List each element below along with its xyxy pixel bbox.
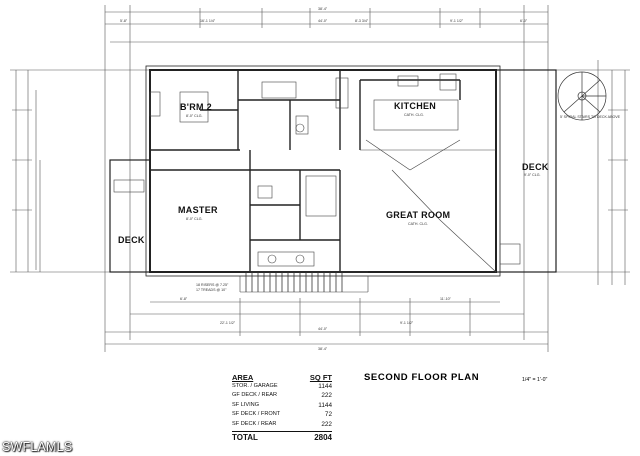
stair-risers-note: 18 RISERS @ 7.25"	[196, 283, 229, 287]
area-row: STOR. / GARAGE 1144	[232, 382, 332, 391]
room-label-deck-right: DECK	[522, 162, 549, 172]
area-row-label: GF DECK / REAR	[232, 392, 278, 399]
svg-text:5'-8": 5'-8"	[120, 19, 128, 23]
area-table-header: AREA SQ FT	[232, 373, 332, 382]
sqft-header: SQ FT	[309, 373, 332, 382]
svg-text:11'-10": 11'-10"	[440, 297, 452, 301]
spiral-staircase	[557, 71, 607, 121]
area-total-label: TOTAL	[232, 433, 258, 443]
svg-text:38'-4": 38'-4"	[318, 347, 328, 351]
deck-ceiling-note: 9'-0" CLG.	[524, 173, 541, 177]
area-row: SF LIVING 1144	[232, 401, 332, 410]
detail-lines	[113, 73, 521, 293]
plan-title: SECOND FLOOR PLAN	[364, 372, 480, 383]
area-row-value: 72	[324, 411, 332, 419]
svg-text:9'-1 1/2": 9'-1 1/2"	[450, 19, 464, 23]
area-row-value: 1144	[318, 401, 332, 409]
area-table: AREA SQ FT STOR. / GARAGE 1144 GF DECK /…	[232, 373, 332, 442]
svg-text:6'-8": 6'-8"	[180, 297, 188, 301]
area-row-value: 1144	[318, 383, 332, 390]
dimension-text: 38'-4" 44'-0" 44'-0" 38'-4" 5'-8" 6'-0" …	[120, 7, 528, 351]
area-row-label: SF DECK / FRONT	[232, 411, 281, 418]
svg-text:38'-4": 38'-4"	[318, 7, 328, 11]
area-row-label: STOR. / GARAGE	[232, 383, 278, 389]
svg-text:8'-3 3/4": 8'-3 3/4"	[355, 19, 369, 23]
svg-text:6'-0": 6'-0"	[520, 19, 528, 23]
area-total-value: 2804	[314, 433, 332, 443]
stair-treads	[245, 272, 343, 292]
svg-text:44'-0": 44'-0"	[318, 19, 328, 23]
room-label-deck-left: DECK	[118, 235, 145, 245]
interior-walls	[150, 70, 461, 272]
area-row-label: SF LIVING	[232, 401, 260, 408]
room-label-kitchen: KITCHEN	[394, 101, 436, 111]
area-total-row: TOTAL 2804	[232, 431, 332, 442]
dimension-lines	[10, 5, 630, 352]
plan-scale: 1/4" = 1'-0"	[522, 377, 548, 383]
room-label-great-room: GREAT ROOM	[386, 210, 450, 220]
svg-text:9'-1 1/2": 9'-1 1/2"	[400, 321, 414, 325]
stair-treads-note: 17 TREADS @ 10"	[196, 288, 227, 292]
svg-text:16'-1 1/4": 16'-1 1/4"	[200, 19, 216, 23]
brm2-ceiling-note: 8'-0" CLG.	[186, 114, 203, 118]
master-ceiling-note: 8'-0" CLG.	[186, 217, 203, 221]
spiral-stairs-note: 5' SPIRAL STAIRS TO DECK ABOVE	[560, 115, 621, 119]
room-label-brm2: B'RM 2	[180, 102, 212, 112]
area-header: AREA	[232, 373, 254, 382]
area-row: SF DECK / FRONT 72	[232, 410, 332, 419]
area-row-label: SF DECK / REAR	[232, 420, 277, 427]
svg-text:22'-1 1/2": 22'-1 1/2"	[220, 321, 236, 325]
watermark-text: SWFLAMLS	[2, 440, 73, 454]
area-row: SF DECK / REAR 222	[232, 420, 332, 429]
area-row: GF DECK / REAR 222	[232, 391, 332, 400]
kitchen-ceiling-note: CATH. CLG.	[404, 113, 424, 117]
room-label-master: MASTER	[178, 205, 218, 215]
area-row-value: 222	[321, 392, 332, 400]
great-room-ceiling-note: CATH. CLG.	[408, 222, 428, 226]
exterior-walls	[109, 65, 557, 277]
area-row-value: 222	[321, 420, 332, 428]
svg-text:44'-0": 44'-0"	[318, 327, 328, 331]
